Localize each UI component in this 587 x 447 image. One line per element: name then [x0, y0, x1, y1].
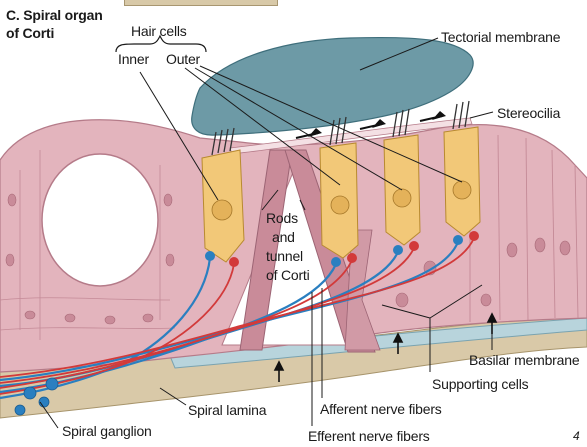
label-stereocilia: Stereocilia: [497, 106, 560, 120]
panel-title-line1: C. Spiral organ: [6, 8, 103, 22]
label-hair-cells: Hair cells: [131, 24, 187, 38]
panel-title-line2: of Corti: [6, 26, 54, 40]
label-afferent-nerve-fibers: Afferent nerve fibers: [320, 402, 442, 416]
label-tectorial-membrane: Tectorial membrane: [441, 30, 560, 44]
label-inner: Inner: [118, 52, 149, 66]
label-basilar-membrane: Basilar membrane: [469, 353, 579, 367]
label-rods-2: and: [272, 230, 295, 244]
label-spiral-ganglion: Spiral ganglion: [62, 424, 152, 438]
label-rods-4: of Corti: [266, 268, 310, 282]
tectorial-membrane: [192, 38, 473, 136]
label-outer: Outer: [166, 52, 200, 66]
label-rods-3: tunnel: [266, 249, 303, 263]
label-spiral-lamina: Spiral lamina: [188, 403, 266, 417]
label-rods-1: Rods: [266, 211, 298, 225]
corner-page-mark: 4: [573, 430, 579, 442]
label-efferent-nerve-fibers: Efferent nerve fibers: [308, 429, 430, 443]
label-supporting-cells: Supporting cells: [432, 377, 528, 391]
inner-sulcus: [42, 154, 158, 286]
